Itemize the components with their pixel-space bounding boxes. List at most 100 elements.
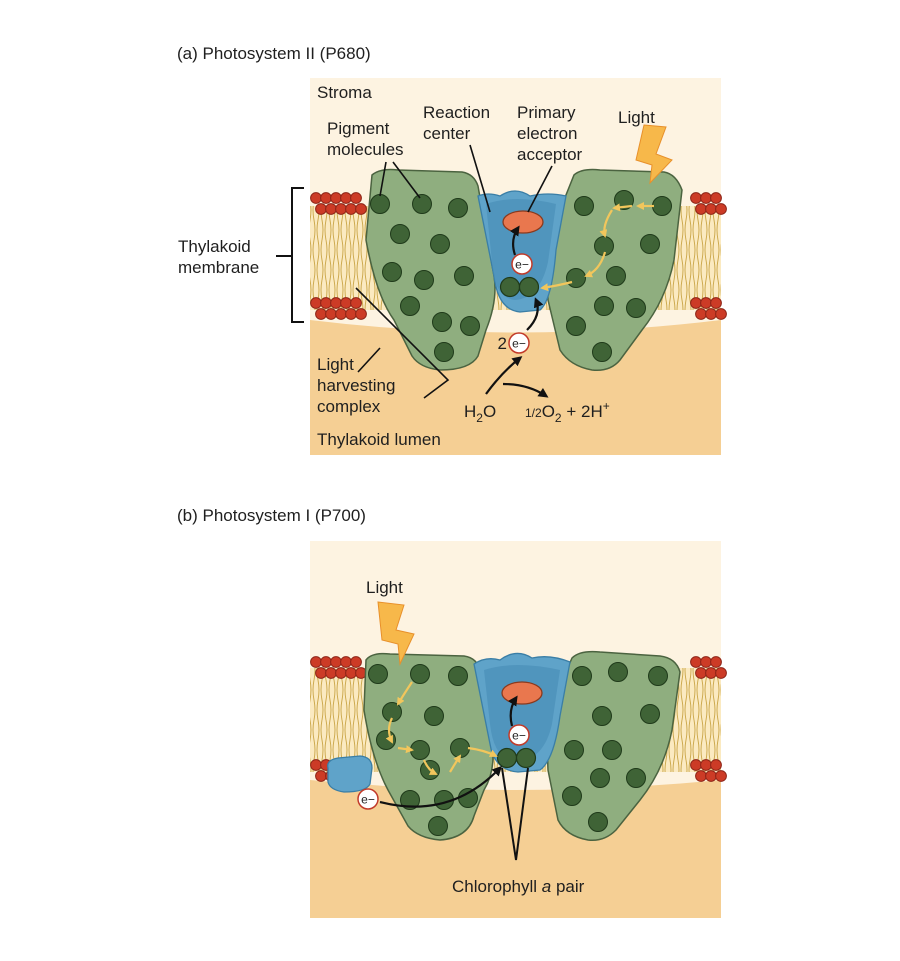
panel-a-reaction-label-1: Reaction [423, 103, 490, 122]
panel-a-energy-transfer-arrows [540, 202, 654, 292]
panel-a-energy-arrow-2 [612, 203, 633, 212]
lipid-head [315, 308, 327, 320]
lipid-head [350, 297, 362, 309]
pigment-molecule [564, 740, 584, 760]
panel-b-energy-arrow-2 [385, 717, 393, 744]
panel-a-electron-path-to-acceptor [509, 225, 520, 256]
lipid-head [700, 192, 712, 204]
panel-b-energy-arrow-5 [449, 754, 462, 773]
panel-b-electron-path-to-acceptor [507, 695, 518, 727]
pigment-molecule [574, 196, 594, 216]
pigment-molecule [382, 702, 402, 722]
pigment-molecule [626, 298, 646, 318]
pigment-molecule [414, 270, 434, 290]
panel-a-lhc-label-2: harvesting [317, 376, 395, 395]
pigment-molecule [430, 234, 450, 254]
lipid-head [335, 203, 347, 215]
lipid-head [715, 770, 727, 782]
panel-b-chlorophyll-pair-right [515, 747, 537, 769]
panel-a-membrane-label-1: Thylakoid [178, 237, 251, 256]
pigment-molecule [376, 730, 396, 750]
panel-a-lumen-label: Thylakoid lumen [317, 430, 441, 449]
pigment-molecule [640, 704, 660, 724]
pigment-molecule [648, 666, 668, 686]
panel-a-title: (a) Photosystem II (P680) [177, 44, 371, 63]
pigment-molecule [458, 788, 478, 808]
lipid-head [690, 192, 702, 204]
lipid-head [705, 308, 717, 320]
pigment-molecule [594, 296, 614, 316]
lipid-head [355, 308, 367, 320]
panel-b-energy-arrow-1 [396, 681, 413, 706]
panel-b-electron-at-pair [508, 724, 530, 746]
panel-b-energy-arrow-3 [397, 745, 414, 754]
lipid-head [710, 297, 722, 309]
panel-a-two-electrons [508, 332, 530, 354]
pigment-molecule [410, 664, 430, 684]
lipid-head [315, 770, 327, 782]
pigment-molecule [434, 342, 454, 362]
pigment-molecule [592, 706, 612, 726]
pigment-molecule [566, 316, 586, 336]
lipid-head [310, 656, 322, 668]
lipid-head [690, 297, 702, 309]
pigment-molecule [640, 234, 660, 254]
panel-a-water-arrow [485, 356, 523, 395]
lipid-head [705, 667, 717, 679]
panel-a-energy-arrow-3 [599, 209, 613, 238]
panel-b-energy-arrow-6 [467, 746, 498, 757]
panel-a-pigment-molecules [370, 190, 672, 362]
panel-b-chlorophyll-pair-leaders [501, 767, 529, 861]
pigment-molecule [400, 296, 420, 316]
panel-b-stroma-bg [310, 541, 721, 669]
lipid-head [315, 667, 327, 679]
panel-a-oxygen-arrow [502, 382, 549, 398]
panel-a-energy-arrow-5 [540, 280, 573, 292]
panel-a-stroma-label: Stroma [317, 83, 372, 102]
lipid-head [355, 203, 367, 215]
pigment-molecule [566, 268, 586, 288]
pigment-molecule [608, 662, 628, 682]
panel-b: e− e− Light Chlorophyll a pair [310, 541, 727, 918]
pigment-molecule [410, 740, 430, 760]
lipid-head [325, 203, 337, 215]
pigment-molecule [448, 198, 468, 218]
panel-a-acceptor-label-1: Primary [517, 103, 576, 122]
panel-a-two-electrons-coefficient: 2 [498, 334, 507, 353]
lipid-head [345, 667, 357, 679]
lipid-head [320, 297, 332, 309]
panel-a-chlorophyll-pair-left [499, 276, 521, 298]
lipid-head [335, 667, 347, 679]
panel-b-light-bolt-icon [377, 601, 415, 666]
pigment-molecule [428, 816, 448, 836]
panel-a-reaction-leader [469, 144, 491, 213]
lipid-head [705, 203, 717, 215]
panel-a: e− 2 e− H2O 1/2O2 + 2H+ Stroma Thylakoid… [178, 78, 727, 455]
lipid-head [340, 192, 352, 204]
pigment-molecule [592, 342, 612, 362]
panel-a-electron-label: e− [515, 258, 529, 272]
lipid-head [700, 656, 712, 668]
pigment-molecule [460, 316, 480, 336]
panel-b-energy-arrow-4 [422, 759, 438, 775]
panel-a-two-electrons-label: e− [512, 337, 526, 351]
lipid-head [335, 308, 347, 320]
panel-a-membrane-bracket [276, 187, 304, 323]
lipid-head [710, 759, 722, 771]
lipid-head [325, 308, 337, 320]
lipid-head [325, 667, 337, 679]
lipid-head [700, 759, 712, 771]
lipid-head [315, 203, 327, 215]
panel-a-water: H2O [464, 402, 496, 425]
pigment-molecule [652, 196, 672, 216]
pigment-molecule [588, 812, 608, 832]
pigment-molecule [454, 266, 474, 286]
lipid-head [345, 308, 357, 320]
lipid-head [310, 297, 322, 309]
panel-a-electron-path-to-pair [526, 297, 544, 331]
lipid-head [330, 297, 342, 309]
lipid-head [695, 203, 707, 215]
lipid-head [330, 192, 342, 204]
panel-b-light-label: Light [366, 578, 403, 597]
lipid-head [310, 192, 322, 204]
